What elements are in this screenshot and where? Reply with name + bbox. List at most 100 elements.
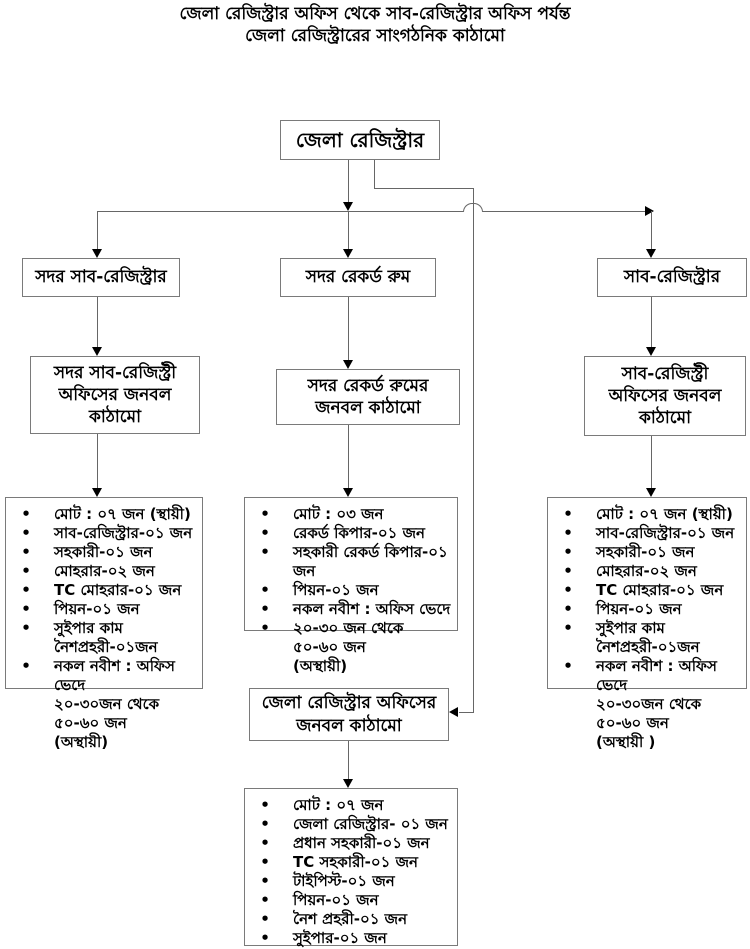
bullet-icon: • — [21, 600, 31, 618]
node-sub-registrar: সাব-রেজিস্ট্রার — [597, 258, 747, 297]
list-item-text: নকল নবীশ : অফিস ভেদে — [596, 657, 717, 694]
arrowhead-down-icon — [343, 202, 353, 211]
node-sadar-record-room: সদর রেকর্ড রুম — [280, 258, 436, 297]
list-item-text: সুইপার-০১ জন — [293, 929, 387, 947]
list-item-text: পিয়ন-০১ জন — [54, 600, 140, 618]
list-item: •২০-৩০ জন থেকে ৫০-৬০ জন — [251, 619, 453, 657]
connector-to-sadar-record-room — [348, 211, 349, 249]
list-item: •সহকারী-০১ জন — [554, 543, 742, 562]
bullet-icon: • — [563, 524, 573, 542]
list-item: •মোট : ০৭ জন (স্থায়ী) — [554, 505, 742, 524]
list-item-text: (অস্থায়ী) — [293, 657, 348, 675]
bullet-icon: • — [563, 657, 573, 675]
bullet-icon: • — [260, 929, 270, 947]
bullet-icon: • — [563, 505, 573, 523]
chart-title-line2: জেলা রেজিস্ট্রারের সাংগঠনিক কাঠামো — [245, 26, 505, 46]
list-item: •নকল নবীশ : অফিস ভেদে — [251, 600, 453, 619]
list-item-text: TC মোহরার-০১ জন — [54, 581, 182, 599]
bullet-icon: • — [260, 505, 270, 523]
list-district-registrar-office-staff: •মোট : ০৭ জন•জেলা রেজিস্ট্রার- ০১ জন•প্র… — [244, 788, 458, 947]
node-sadar-record-room-manpower: সদর রেকর্ড রুমের জনবল কাঠামো — [276, 369, 460, 425]
list-item: • মোট : ০৩ জন — [251, 505, 453, 524]
bullet-icon: • — [260, 543, 270, 561]
connector-to-bottom-list — [348, 741, 349, 779]
bullet-icon: • — [260, 581, 270, 599]
list-item: •মোট : ০৭ জন (স্থায়ী) — [12, 505, 198, 524]
bullet-icon: • — [260, 834, 270, 852]
list-sub-registry-staff: •মোট : ০৭ জন (স্থায়ী)•সাব-রেজিস্ট্রার-০… — [547, 497, 747, 751]
list-item: •TC মোহরার-০১ জন — [12, 581, 198, 600]
bullet-icon: • — [260, 524, 270, 542]
bullet-icon: • — [260, 891, 270, 909]
arrowhead-down-icon — [646, 347, 656, 356]
list-item-text: জেলা রেজিস্ট্রার- ০১ জন — [293, 815, 448, 833]
list-item: • পিয়ন-০১ জন — [251, 581, 453, 600]
list-item: • পিয়ন-০১ জন — [251, 891, 453, 910]
list-item: • পিয়ন-০১ জন — [12, 600, 198, 619]
list-item: • নকল নবীশ : অফিস ভেদে — [554, 657, 742, 695]
list-item-text: পিয়ন-০১ জন — [596, 600, 682, 618]
list-item: •মোট : ০৭ জন — [251, 796, 453, 815]
list-item: (অস্থায়ী) — [251, 657, 453, 676]
connector-root-to-row — [348, 160, 349, 203]
list-item: • পিয়ন-০১ জন — [554, 600, 742, 619]
list-item-text: (অস্থায়ী ) — [596, 733, 656, 751]
line-hop — [463, 203, 483, 212]
list-item: •নকল নবীশ : অফিস ভেদে — [12, 657, 198, 695]
list-item: •নৈশ প্রহরী-০১ জন — [251, 910, 453, 929]
list-item: • জেলা রেজিস্ট্রার- ০১ জন — [251, 815, 453, 834]
bullet-icon: • — [21, 543, 31, 561]
list-item: • সাব-রেজিস্ট্রার-০১ জন — [554, 524, 742, 543]
list-item-text: পিয়ন-০১ জন — [293, 891, 379, 909]
arrowhead-down-icon — [92, 488, 102, 497]
list-item: • সহকারী রেকর্ড কিপার-০১ জন — [251, 543, 453, 581]
node-sadar-sub-registry-manpower: সদর সাব-রেজিস্ট্রী অফিসের জনবল কাঠামো — [30, 356, 200, 434]
connector-to-sadar-record-room-manpower — [348, 297, 349, 360]
connector-root-branch-horizontal — [374, 188, 474, 189]
arrowhead-down-icon — [92, 249, 102, 258]
list-item-text: মোট : ০৭ জন (স্থায়ী) — [54, 505, 191, 523]
list-item: • টাইপিস্ট-০১ জন — [251, 872, 453, 891]
connector-root-to-office-manpower — [473, 188, 474, 712]
node-sub-registry-manpower: সাব-রেজিস্ট্রী অফিসের জনবল কাঠামো — [584, 356, 746, 436]
arrowhead-down-icon — [92, 347, 102, 356]
list-item: (অস্থায়ী ) — [554, 733, 742, 752]
bullet-icon: • — [563, 600, 573, 618]
bullet-icon: • — [260, 853, 270, 871]
chart-title-line1: জেলা রেজিস্ট্রার অফিস থেকে সাব-রেজিস্ট্র… — [179, 4, 571, 24]
bullet-icon: • — [260, 872, 270, 890]
list-item-text: টাইপিস্ট-০১ জন — [293, 872, 395, 890]
connector-to-right-list — [651, 436, 652, 488]
list-item: •TC সহকারী-০১ জন — [251, 853, 453, 872]
list-item-text: সহকারী-০১ জন — [54, 543, 153, 561]
arrowhead-down-icon — [646, 488, 656, 497]
connector-row-left-segment — [97, 211, 463, 212]
connector-row-right-segment — [483, 211, 645, 212]
list-item: ২০-৩০জন থেকে ৫০-৬০ জন — [554, 695, 742, 733]
connector-to-sub-registry-manpower — [651, 297, 652, 347]
list-item-text: ২০-৩০ জন থেকে ৫০-৬০ জন — [293, 619, 404, 656]
list-item-text: TC মোহরার-০১ জন — [596, 581, 724, 599]
arrowhead-down-icon — [343, 779, 353, 788]
bullet-icon: • — [260, 815, 270, 833]
list-item-text: মোহরার-০২ জন — [596, 562, 697, 580]
list-item: ২০-৩০জন থেকে ৫০-৬০ জন — [12, 695, 198, 733]
node-district-registrar-office-manpower: জেলা রেজিস্ট্রার অফিসের জনবল কাঠামো — [249, 688, 449, 741]
list-item-text: মোট : ০৭ জন — [293, 796, 384, 814]
list-item-text: মোট : ০৩ জন — [293, 505, 384, 523]
list-item: •TC মোহরার-০১ জন — [554, 581, 742, 600]
arrowhead-down-icon — [343, 360, 353, 369]
bullet-icon: • — [563, 543, 573, 561]
chart-title: জেলা রেজিস্ট্রার অফিস থেকে সাব-রেজিস্ট্র… — [0, 3, 750, 47]
connector-to-sadar-sub-registry-manpower — [97, 297, 98, 347]
list-item: • সহকারী-০১ জন — [12, 543, 198, 562]
list-item-text: সাব-রেজিস্ট্রার-০১ জন — [596, 524, 735, 542]
list-item-text: সহকারী রেকর্ড কিপার-০১ জন — [293, 543, 448, 580]
bullet-icon: • — [260, 600, 270, 618]
list-item-text: পিয়ন-০১ জন — [293, 581, 379, 599]
bullet-icon: • — [21, 562, 31, 580]
bullet-icon: • — [21, 524, 31, 542]
connector-root-branch-vertical — [374, 160, 375, 188]
arrowhead-down-icon — [343, 249, 353, 258]
bullet-icon: • — [563, 562, 573, 580]
